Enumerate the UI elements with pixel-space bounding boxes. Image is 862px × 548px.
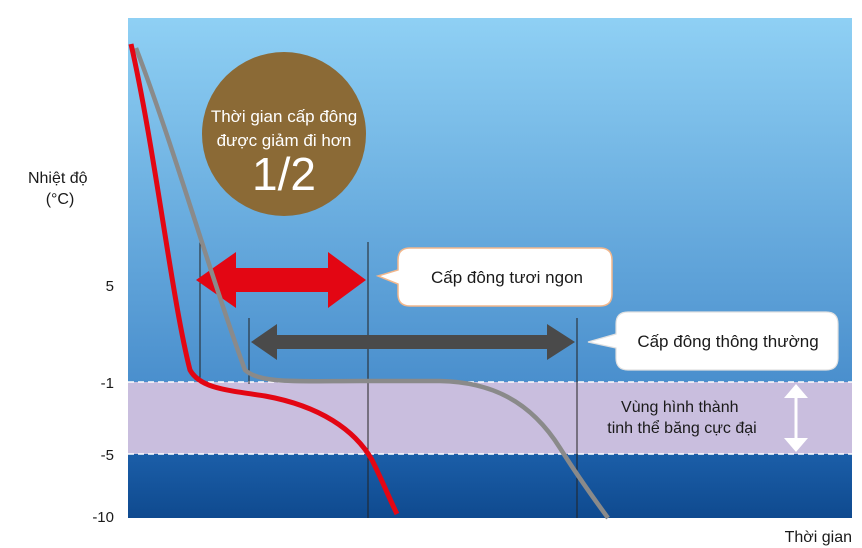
badge-line-1: Thời gian cấp đông (211, 107, 357, 126)
y-axis-label: Nhiệt độ (°C) (28, 170, 92, 208)
band-range-arrow (784, 384, 808, 452)
ytick-minus-10: -10 (92, 509, 114, 526)
fast-freeze-arrow (196, 252, 366, 308)
ytick-minus-1: -1 (101, 375, 114, 392)
fast-freeze-curve (128, 43, 400, 516)
normal-freeze-callout: Cấp đông thông thường (587, 311, 839, 371)
fast-freeze-callout: Cấp đông tươi ngon (375, 247, 613, 307)
badge-value: 1/2 (252, 148, 316, 200)
x-axis-label: Thời gian (785, 529, 852, 546)
normal-freeze-curve (133, 47, 610, 520)
band-label: Vùng hình thành tinh thể băng cực đại (607, 399, 756, 437)
ytick-5: 5 (106, 278, 114, 295)
time-reduction-badge (202, 52, 366, 216)
deep-region (128, 454, 852, 518)
fast-freeze-label: Cấp đông tươi ngon (431, 268, 583, 287)
normal-freeze-arrow (251, 324, 575, 360)
normal-freeze-label: Cấp đông thông thường (637, 332, 818, 351)
ytick-minus-5: -5 (101, 447, 114, 464)
badge-line-2: được giảm đi hơn (217, 131, 352, 150)
